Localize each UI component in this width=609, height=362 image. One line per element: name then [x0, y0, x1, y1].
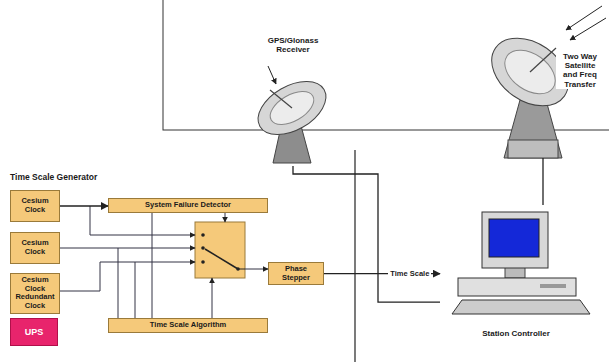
- switch-contact: [201, 246, 205, 250]
- dish-inner: [265, 85, 320, 132]
- stepper-box: Phase Stepper: [268, 262, 324, 285]
- detector-box: System Failure Detector: [108, 198, 268, 213]
- signal-arrow: [570, 18, 606, 40]
- clock-wire: [60, 248, 195, 249]
- dish-inner: [497, 41, 564, 103]
- node-text: UPS: [25, 327, 44, 337]
- switch-box: [195, 222, 245, 278]
- node-text: Cesium Clock: [14, 197, 56, 214]
- station-computer: Station Controller: [440, 205, 592, 340]
- connector-label: Time Scale: [388, 269, 431, 278]
- switch-blade: [205, 249, 238, 269]
- disk-slot: [540, 284, 566, 288]
- section-heading: Time Scale Generator: [10, 172, 97, 182]
- clock-wire: [60, 262, 195, 291]
- monitor-screen: [489, 219, 539, 257]
- node-text: Cesium Clock: [14, 239, 56, 256]
- monitor: [482, 212, 548, 268]
- detector-wire: [225, 213, 226, 222]
- separator-line: [354, 150, 355, 362]
- connector: [542, 158, 543, 205]
- node-text: GPS/Glonass Receiver: [249, 36, 337, 54]
- node-text: Phase Stepper: [272, 265, 320, 282]
- algorithm-box: Time Scale Algorithm: [108, 318, 268, 333]
- switch-output: [238, 269, 245, 270]
- keyboard: [452, 300, 590, 314]
- switch-contact: [201, 260, 205, 264]
- clock-box: Cesium Clock Redundant Clock: [10, 273, 60, 314]
- node-text: Time Scale Algorithm: [150, 321, 226, 330]
- switch-contact: [201, 233, 205, 237]
- dish-base: [508, 140, 558, 158]
- clock-box: Cesium Clock: [10, 232, 60, 264]
- algorithm-wire: [118, 248, 119, 318]
- algorithm-wire: [212, 278, 213, 318]
- node-text: Cesium Clock Redundant Clock: [14, 276, 56, 311]
- dish-pedestal: [504, 100, 562, 158]
- dish-feed: [270, 90, 292, 108]
- clock-box: Cesium Clock: [10, 190, 60, 222]
- signal-arrow: [566, 6, 602, 30]
- algorithm-wire: [135, 262, 136, 318]
- node-text: Two Way Satellite and Freq Transfer: [556, 52, 604, 89]
- dish-reflector: [249, 70, 335, 145]
- dish-feed: [530, 48, 556, 72]
- node-text: Station Controller: [480, 329, 552, 338]
- satellite-transfer-dish: Two Way Satellite and Freq Transfer: [482, 8, 604, 158]
- switch-wire: [245, 269, 268, 270]
- gps-receiver-dish: GPS/Glonass Receiver: [246, 34, 340, 166]
- connector: [60, 205, 108, 206]
- node-text: System Failure Detector: [145, 201, 231, 210]
- leader-arrow: [268, 66, 276, 84]
- computer-case: [458, 278, 576, 296]
- algorithm-wire: [152, 213, 153, 318]
- ups-box: UPS: [10, 318, 58, 346]
